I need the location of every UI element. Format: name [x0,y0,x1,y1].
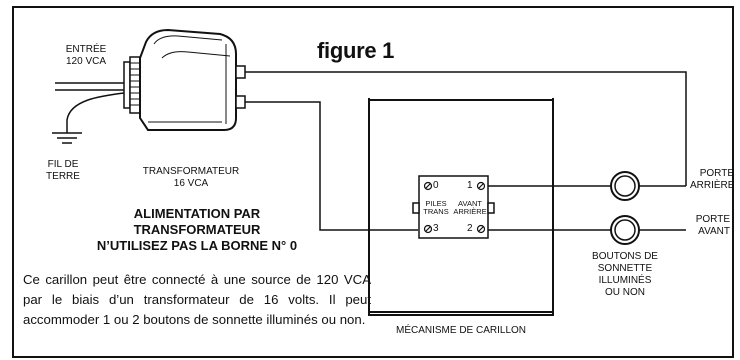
terminal-0-label: 0 [433,180,439,191]
power-heading-line2: TRANSFORMATEUR [133,222,261,237]
power-heading-line1: ALIMENTATION PAR [133,206,261,221]
input-label: ENTRÉE 120 VCA [52,44,120,68]
doorbell-buttons-line4: OU NON [605,287,645,298]
ground-label-line1: FIL DE [47,159,79,170]
rear-door-label: PORTE ARRIÈRE [690,168,734,192]
rear-door-button [610,171,640,201]
terminal-screws [423,181,486,234]
arriere-label: ARRIÈRE [453,207,487,216]
front-door-label: PORTE AVANT [690,214,730,238]
power-heading-line3: N’UTILISEZ PAS LA BORNE N° 0 [96,238,298,253]
ground-wire [66,92,125,133]
doorbell-buttons-label: BOUTONS DE SONNETTE ILLUMINÉS OU NON [590,251,660,299]
description-paragraph: Ce carillon peut être connecté à une sou… [23,272,371,327]
avant-arriere-label: AVANT ARRIÈRE [452,200,488,216]
rear-door-label-line1: PORTE [699,168,734,179]
trans-label: TRANS [423,207,449,216]
front-door-label-line1: PORTE [695,214,730,225]
rear-door-label-line2: ARRIÈRE [690,180,735,191]
transformer [123,28,246,131]
doorbell-buttons-line1: BOUTONS DE [592,251,658,262]
piles-label: PILES [425,199,447,208]
terminal-1-label: 1 [467,180,473,191]
doorbell-buttons-line2: SONNETTE [597,263,653,274]
chime-mechanism [368,98,554,316]
transformer-label: TRANSFORMATEUR 16 VCA [120,166,262,190]
input-label-line2: 120 VCA [65,56,107,67]
input-label-line1: ENTRÉE [65,44,107,55]
figure-title: figure 1 [317,38,395,63]
transformer-label-line1: TRANSFORMATEUR [142,166,240,177]
input-wires [55,82,124,91]
avant-label: AVANT [458,199,482,208]
front-door-label-line2: AVANT [698,226,730,237]
ground-label-line2: TERRE [46,171,80,182]
terminal-3-label: 3 [433,223,439,234]
chime-mechanism-label: MÉCANISME DE CARILLON [395,325,527,336]
ground-symbol [52,132,82,144]
doorbell-buttons-line3: ILLUMINÉS [598,275,652,286]
ground-label: FIL DE TERRE [38,159,88,183]
piles-trans-label: PILES TRANS [422,200,450,216]
terminal-2-label: 2 [467,223,473,234]
front-door-button [610,215,640,245]
power-heading: ALIMENTATION PAR TRANSFORMATEUR N’UTILIS… [90,206,304,254]
transformer-label-line2: 16 VCA [173,178,209,189]
diagram-frame [12,6,734,358]
